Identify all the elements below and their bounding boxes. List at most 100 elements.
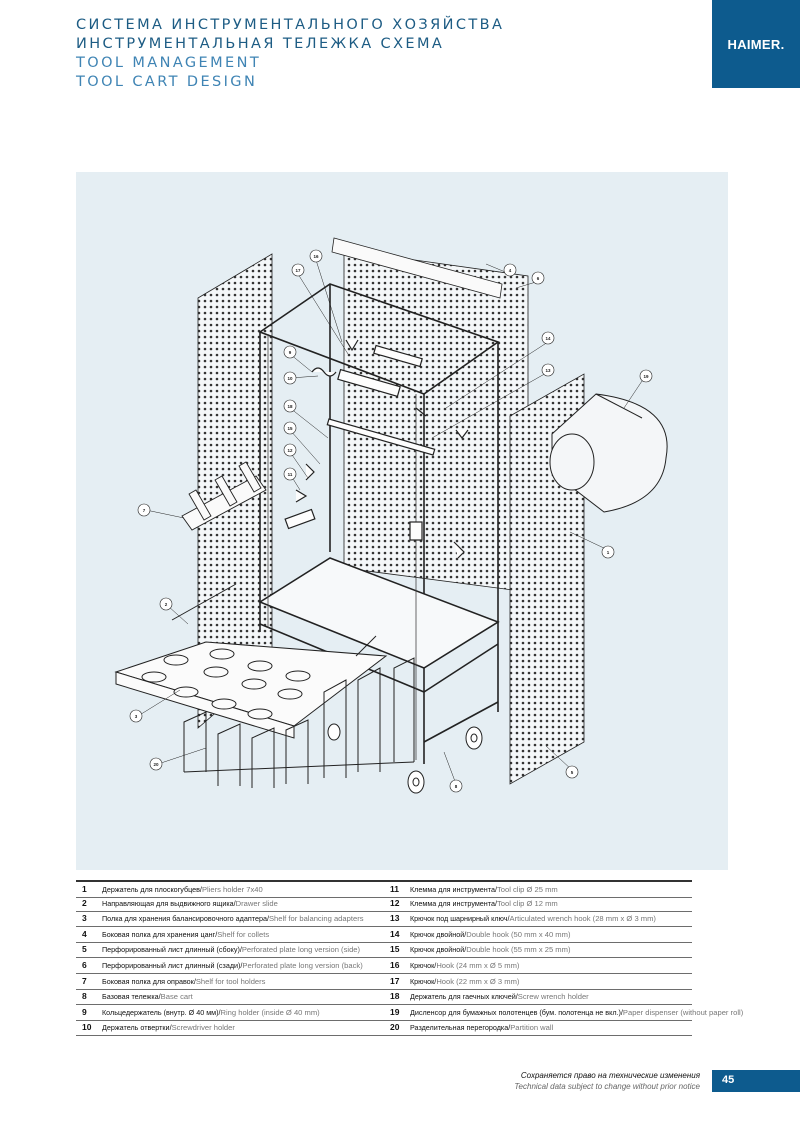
svg-text:2: 2 bbox=[165, 602, 168, 607]
legend-item-label: Крючок/Hook (24 mm x Ø 5 mm) bbox=[410, 961, 519, 970]
legend-row: 20 Разделительная перегородка/Partition w… bbox=[384, 1020, 692, 1037]
legend-item-label-ru: Боковая полка для хранения цанг/ bbox=[102, 929, 218, 939]
legend-item-label: Боковая полка для хранения цанг/Shelf fo… bbox=[102, 930, 269, 939]
svg-text:3: 3 bbox=[135, 714, 138, 719]
legend-item-label-ru: Кольцедержатель (внутр. Ø 40 мм)/ bbox=[102, 1007, 221, 1017]
legend-item-label-ru: Перфорированный лист длинный (сзади)/ bbox=[102, 961, 243, 970]
cart-diagram-panel: 16 17 4 6 14 13 19 9 10 18 15 12 11 7 2 … bbox=[76, 172, 728, 870]
legend-row: 15 Крючок двойной/Double hook (55 mm x 25… bbox=[384, 942, 692, 959]
legend-item-number: 18 bbox=[390, 991, 400, 1002]
svg-text:7: 7 bbox=[143, 508, 146, 513]
legend-row: 10 Держатель отвертки/Screwdriver holder bbox=[76, 1020, 384, 1037]
title-ru-line-1: СИСТЕМА ИНСТРУМЕНТАЛЬНОГО ХОЗЯЙСТВА bbox=[76, 17, 505, 33]
legend-item-label: Клемма для инструмента/Tool clip Ø 25 mm bbox=[410, 885, 558, 894]
disclaimer-ru: Сохраняется право на технические изменен… bbox=[520, 1071, 700, 1080]
legend-item-label: Крючок под шарнирный ключ/Articulated wr… bbox=[410, 914, 656, 923]
callout-10 bbox=[283, 371, 297, 385]
legend-item-number: 11 bbox=[390, 884, 399, 894]
legend-item-label-ru: Крючок/ bbox=[410, 961, 437, 970]
legend-item-label: Кольцедержатель (внутр. Ø 40 мм)/Ring ho… bbox=[102, 1008, 320, 1017]
legend-item-label: Клемма для инструмента/Tool clip Ø 12 mm bbox=[410, 899, 558, 908]
legend-item-label-ru: Держатель отвертки/ bbox=[102, 1023, 172, 1033]
svg-text:15: 15 bbox=[287, 426, 293, 431]
tool-cart-exploded-drawing: 16 17 4 6 14 13 19 9 10 18 15 12 11 7 2 … bbox=[114, 237, 668, 794]
legend-item-number: 15 bbox=[390, 944, 400, 955]
svg-text:14: 14 bbox=[545, 336, 551, 341]
legend-item-label: Разделительная перегородка/Partition wal… bbox=[410, 1023, 553, 1032]
legend-item-label-ru: Направляющая для выдвижного ящика/ bbox=[102, 898, 236, 908]
title-en-line-1: TOOL MANAGEMENT bbox=[76, 55, 262, 71]
partition-walls bbox=[183, 657, 415, 788]
disclaimer-en: Technical data subject to change without… bbox=[514, 1082, 700, 1091]
legend-item-label: Перфорированный лист длинный (сзади)/Per… bbox=[102, 961, 363, 970]
legend-item-label-en: Pliers holder 7x40 bbox=[201, 885, 263, 894]
legend-item-number: 13 bbox=[390, 913, 400, 924]
balancing-adapter-shelf bbox=[114, 583, 388, 739]
legend-item-label-en: Base cart bbox=[160, 992, 193, 1002]
legend-item-label: Держатель отвертки/Screwdriver holder bbox=[102, 1023, 235, 1032]
svg-text:11: 11 bbox=[288, 472, 293, 477]
legend-item-label-en: Double hook (55 mm x 25 mm) bbox=[466, 945, 571, 955]
legend-item-number: 6 bbox=[82, 960, 87, 970]
callout-6 bbox=[531, 271, 545, 285]
legend-item-label-en: Double hook (50 mm x 40 mm) bbox=[466, 929, 571, 939]
legend-item-label-ru: Дисленсор для бумажных полотенцев (бум. … bbox=[410, 1007, 623, 1017]
title-ru-line-2: ИНСТРУМЕНТАЛЬНАЯ ТЕЛЕЖКА СХЕМА bbox=[76, 36, 445, 52]
legend-item-label-en: Hook (24 mm x Ø 5 mm) bbox=[436, 961, 520, 970]
page-header: СИСТЕМА ИНСТРУМЕНТАЛЬНОГО ХОЗЯЙСТВА ИНСТ… bbox=[76, 16, 504, 92]
legend-item-label-en: Drawer slide bbox=[235, 898, 278, 908]
legend-item-label-en: Articulated wrench hook (28 mm x Ø 3 mm) bbox=[509, 914, 656, 924]
callout-13 bbox=[541, 363, 555, 377]
legend-item-label: Крючок двойной/Double hook (55 mm x 25 m… bbox=[410, 945, 570, 954]
cart-wheels bbox=[327, 723, 483, 794]
logo-text: HAIMER. bbox=[727, 36, 785, 52]
legend-row: 11 Клемма для инструмента/Tool clip Ø 25 … bbox=[384, 880, 692, 898]
legend-item-label: Базовая тележка/Base cart bbox=[102, 992, 193, 1001]
legend-item-label-en: Paper dispenser (without paper roll) bbox=[622, 1007, 744, 1017]
legend-item-label: Дисленсор для бумажных полотенцев (бум. … bbox=[410, 1008, 743, 1017]
callout-3 bbox=[129, 709, 143, 723]
callout-12 bbox=[283, 443, 297, 457]
legend-item-number: 1 bbox=[82, 884, 87, 894]
legend-item-label-en: Partition wall bbox=[510, 1023, 554, 1033]
callout-20 bbox=[149, 757, 163, 771]
legend-item-label-en: Shelf for collets bbox=[217, 929, 270, 939]
svg-text:1: 1 bbox=[607, 550, 610, 555]
svg-text:18: 18 bbox=[287, 404, 293, 409]
svg-text:20: 20 bbox=[153, 762, 159, 767]
svg-text:4: 4 bbox=[509, 268, 512, 273]
page-number-box: 45 bbox=[712, 1070, 800, 1092]
legend-item-label-en: Tool clip Ø 25 mm bbox=[496, 885, 558, 894]
callout-16 bbox=[309, 249, 323, 263]
callout-19 bbox=[639, 369, 653, 383]
callout-8 bbox=[449, 779, 463, 793]
cart-frame bbox=[258, 283, 500, 764]
legend-item-label-en: Perforated plate long version (side) bbox=[241, 945, 361, 955]
svg-text:8: 8 bbox=[455, 784, 458, 789]
legend-item-number: 14 bbox=[390, 928, 400, 939]
legend-item-number: 10 bbox=[82, 1022, 92, 1033]
back-perforated-plate bbox=[343, 249, 529, 593]
callout-markers bbox=[129, 249, 653, 793]
legend-item-label: Перфорированный лист длинный (сбоку)/Per… bbox=[102, 945, 360, 954]
legend-item-label: Держатель для плоскогубцев/Pliers holder… bbox=[102, 885, 263, 894]
legend-item-label-en: Ring holder (inside Ø 40 mm) bbox=[220, 1007, 320, 1017]
legend-item-label: Боковая полка для оправок/Shelf for tool… bbox=[102, 977, 265, 986]
legend-item-label: Крючок/Hook (22 mm x Ø 3 mm) bbox=[410, 977, 519, 986]
legend-item-label-en: Shelf for tool holders bbox=[195, 976, 266, 986]
legend-row: 1 Держатель для плоскогубцев/Pliers holde… bbox=[76, 880, 384, 898]
legend-item-label-ru: Держатель для гаечных ключей/ bbox=[410, 992, 518, 1002]
legend-item-label-ru: Разделительная перегородка/ bbox=[410, 1023, 511, 1033]
legend-item-label: Держатель для гаечных ключей/Screw wrenc… bbox=[410, 992, 589, 1001]
legend-row: 18 Держатель для гаечных ключей/Screw wre… bbox=[384, 989, 692, 1006]
legend-item-number: 20 bbox=[390, 1022, 400, 1033]
callout-4 bbox=[503, 263, 517, 277]
legend-item-label-en: Screwdriver holder bbox=[171, 1023, 235, 1033]
legend-item-number: 3 bbox=[82, 913, 87, 924]
